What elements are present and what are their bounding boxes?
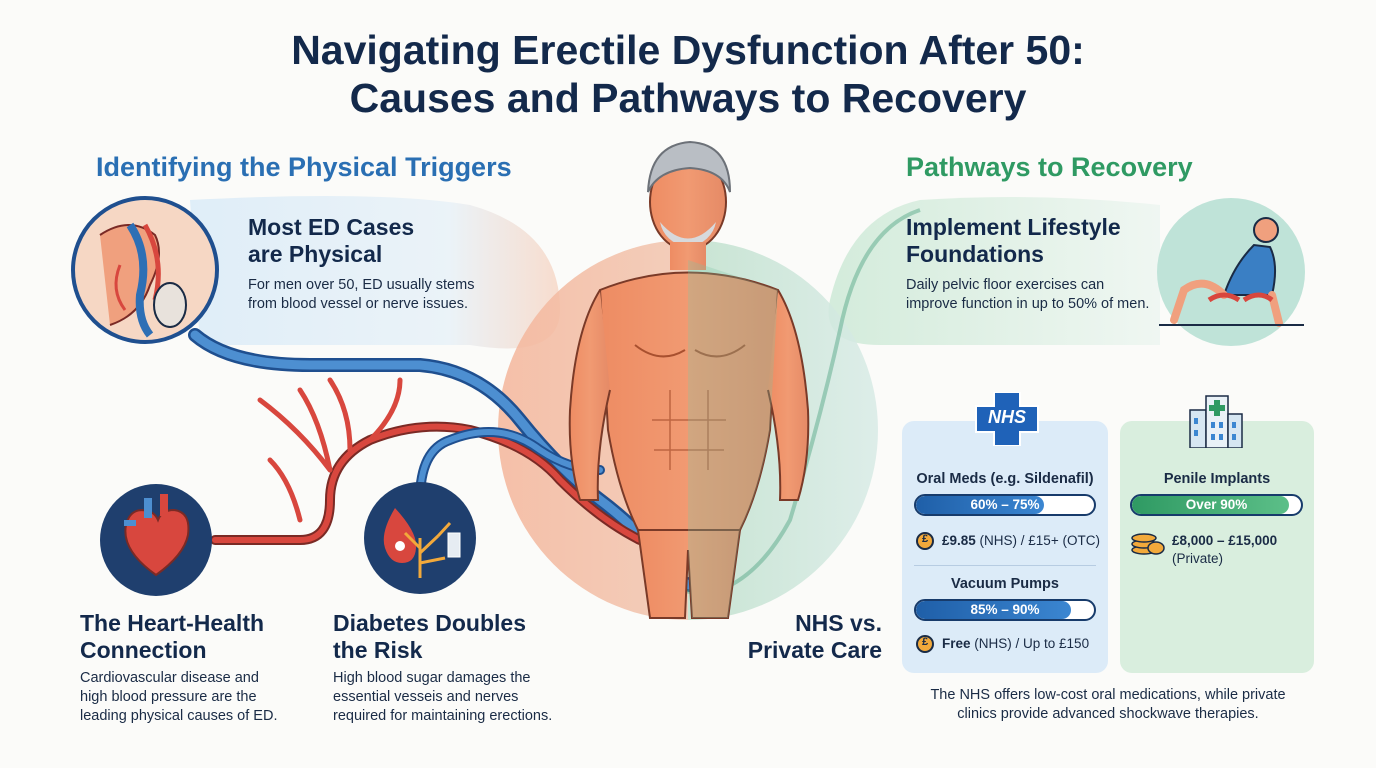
blood-drop-icon bbox=[364, 482, 476, 594]
nhs-card bbox=[902, 421, 1108, 673]
nhs-logo-icon: NHS bbox=[968, 391, 1046, 447]
left-section-title: Identifying the Physical Triggers bbox=[96, 152, 512, 182]
page-title: Navigating Erectile Dysfunction After 50… bbox=[0, 26, 1376, 122]
lifestyle-text: Daily pelvic floor exercises can improve… bbox=[906, 276, 1149, 314]
oral-meds-price: £9.85 (NHS) / £15+ (OTC) bbox=[942, 533, 1100, 548]
coin-icon bbox=[916, 532, 934, 550]
footer-note: The NHS offers low-cost oral medications… bbox=[902, 686, 1314, 724]
title-line-2: Causes and Pathways to Recovery bbox=[349, 75, 1027, 121]
lifestyle-text-line-1: Daily pelvic floor exercises can bbox=[906, 277, 1105, 293]
vacuum-pumps-name: Vacuum Pumps bbox=[951, 576, 1059, 592]
vacuum-pumps-bar-fill bbox=[916, 601, 1071, 619]
diabetes-text-line-2: essential vesseis and nerves bbox=[333, 689, 519, 705]
card-divider bbox=[914, 565, 1096, 566]
physical-text-line-1: For men over 50, ED usually stems bbox=[248, 277, 475, 293]
oral-meds-price-main: £9.85 bbox=[942, 533, 976, 548]
care-label-line-2: Private Care bbox=[747, 637, 882, 663]
diabetes-heading-line-1: Diabetes Doubles bbox=[333, 610, 526, 636]
lifestyle-heading-line-2: Foundations bbox=[906, 241, 1044, 267]
diabetes-heading-line-2: the Risk bbox=[333, 637, 423, 663]
heart-icon bbox=[100, 484, 212, 596]
lifestyle-text-line-2: improve function in up to 50% of men. bbox=[906, 296, 1150, 312]
heart-text-line-1: Cardiovascular disease and bbox=[80, 670, 259, 686]
lifestyle-heading-line-1: Implement Lifestyle bbox=[906, 214, 1121, 240]
diabetes-text: High blood sugar damages the essential v… bbox=[333, 669, 552, 726]
diabetes-text-line-1: High blood sugar damages the bbox=[333, 670, 531, 686]
heart-heading: The Heart-Health Connection bbox=[80, 610, 264, 664]
nhs-logo-text: NHS bbox=[987, 407, 1026, 427]
penile-implants-price-main: £8,000 – £15,000 bbox=[1172, 533, 1278, 548]
physical-text: For men over 50, ED usually stems from b… bbox=[248, 276, 474, 314]
physical-heading: Most ED Cases are Physical bbox=[248, 214, 414, 268]
pelvis-anatomy-icon bbox=[71, 196, 219, 344]
hospital-icon bbox=[1189, 395, 1243, 448]
penile-implants-success-bar: Over 90% bbox=[1130, 494, 1303, 516]
vacuum-pumps-rate: 85% – 90% bbox=[970, 602, 1040, 617]
vacuum-pumps-success-bar: 85% – 90% bbox=[914, 599, 1096, 621]
physical-heading-line-2: are Physical bbox=[248, 241, 383, 267]
coin-stack-icon bbox=[1131, 533, 1165, 555]
vacuum-pumps-price: Free (NHS) / Up to £150 bbox=[942, 636, 1089, 651]
heart-text: Cardiovascular disease and high blood pr… bbox=[80, 669, 277, 726]
heart-text-line-2: high blood pressure are the bbox=[80, 689, 257, 705]
penile-implants-name: Penile Implants bbox=[1163, 471, 1271, 487]
care-comparison-label: NHS vs. Private Care bbox=[700, 610, 882, 664]
diabetes-text-line-3: required for maintaining erections. bbox=[333, 708, 553, 724]
heart-heading-line-2: Connection bbox=[80, 637, 207, 663]
physical-heading-line-1: Most ED Cases bbox=[248, 214, 415, 240]
title-line-1: Navigating Erectile Dysfunction After 50… bbox=[291, 27, 1085, 73]
footer-line-1: The NHS offers low-cost oral medications… bbox=[930, 687, 1286, 703]
lifestyle-heading: Implement Lifestyle Foundations bbox=[906, 214, 1121, 268]
oral-meds-success-bar: 60% – 75% bbox=[914, 494, 1096, 516]
care-label-line-1: NHS vs. bbox=[795, 610, 882, 636]
coin-icon bbox=[916, 635, 934, 653]
heart-heading-line-1: The Heart-Health bbox=[80, 610, 265, 636]
oral-meds-name: Oral Meds (e.g. Sildenafil) bbox=[916, 471, 1094, 487]
oral-meds-rate: 60% – 75% bbox=[970, 497, 1040, 512]
physical-text-line-2: from blood vessel or nerve issues. bbox=[248, 296, 469, 312]
right-section-title: Pathways to Recovery bbox=[906, 152, 1193, 182]
penile-implants-bar-fill bbox=[1132, 496, 1290, 514]
oral-meds-bar-fill bbox=[916, 496, 1045, 514]
vacuum-pumps-price-main: Free bbox=[942, 636, 971, 651]
vacuum-pumps-price-detail: (NHS) / Up to £150 bbox=[970, 636, 1090, 651]
oral-meds-price-detail: (NHS) / £15+ (OTC) bbox=[975, 533, 1100, 548]
heart-text-line-3: leading physical causes of ED. bbox=[80, 708, 278, 724]
footer-line-2: clinics provide advanced shockwave thera… bbox=[957, 706, 1259, 722]
penile-implants-price-detail: (Private) bbox=[1172, 551, 1224, 566]
penile-implants-price: £8,000 – £15,000 (Private) bbox=[1172, 532, 1277, 568]
penile-implants-rate: Over 90% bbox=[1185, 497, 1248, 512]
man-figure-icon bbox=[568, 140, 810, 619]
diabetes-heading: Diabetes Doubles the Risk bbox=[333, 610, 526, 664]
exercise-figure-icon bbox=[1157, 198, 1305, 346]
